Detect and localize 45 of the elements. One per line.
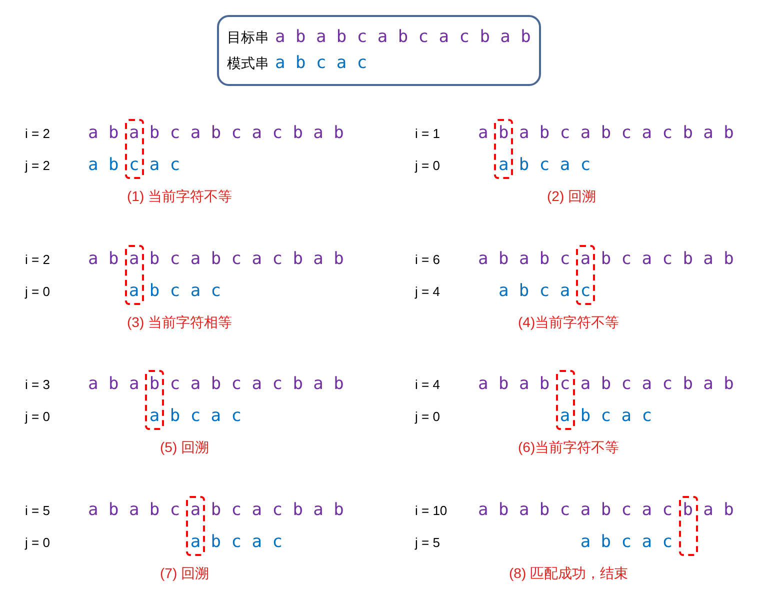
target-sequence: a b a b c a b c a c b a b [478, 248, 734, 271]
index-label: j = 2 [25, 157, 50, 175]
letter-sequence: a b a b c a b c a c b a b [275, 26, 531, 49]
index-label: i = 3 [25, 376, 50, 394]
target-sequence: a b a b c a b c a c b a b [88, 248, 344, 271]
pattern-sequence: a b c a c [580, 531, 672, 554]
index-label: j = 0 [25, 534, 50, 552]
index-label: i = 4 [415, 376, 440, 394]
pattern-sequence: a b c a c [88, 154, 180, 177]
target-sequence: a b a b c a b c a c b a b [478, 499, 734, 522]
step-caption: (8) 匹配成功，结束 [509, 564, 628, 583]
step-caption: (4)当前字符不等 [518, 313, 620, 332]
target-sequence: a b a b c a b c a c b a b [478, 373, 734, 396]
index-label: j = 4 [415, 283, 440, 301]
letter-sequence: a b c a c [275, 52, 368, 75]
pattern-sequence: a b c a c [190, 531, 282, 554]
row-label: 模式串 [227, 54, 270, 72]
step-caption: (2) 回溯 [547, 187, 596, 206]
pattern-sequence: a b c a c [149, 405, 242, 428]
pattern-sequence: a b c a c [498, 280, 591, 303]
step-caption: (3) 当前字符相等 [127, 313, 232, 332]
index-label: j = 5 [415, 534, 440, 552]
step-caption: (7) 回溯 [160, 564, 209, 583]
index-label: j = 0 [25, 408, 50, 426]
index-label: j = 0 [415, 157, 440, 175]
index-label: i = 10 [415, 502, 448, 520]
target-sequence: a b a b c a b c a c b a b [478, 122, 734, 145]
index-label: i = 5 [25, 502, 50, 520]
pattern-sequence: a b c a c [498, 154, 591, 177]
index-label: i = 6 [415, 251, 440, 269]
index-label: j = 0 [25, 283, 50, 301]
target-sequence: a b a b c a b c a c b a b [88, 373, 344, 396]
step-caption: (1) 当前字符不等 [127, 187, 232, 206]
index-label: i = 2 [25, 251, 50, 269]
step-caption: (5) 回溯 [160, 438, 209, 457]
index-label: j = 0 [415, 408, 440, 426]
row-label: 目标串 [227, 28, 270, 46]
index-label: i = 2 [25, 125, 50, 143]
target-sequence: a b a b c a b c a c b a b [88, 122, 344, 145]
index-label: i = 1 [415, 125, 440, 143]
target-sequence: a b a b c a b c a c b a b [88, 499, 344, 522]
pattern-sequence: a b c a c [128, 280, 222, 303]
pattern-sequence: a b c a c [560, 405, 652, 428]
string-box [217, 15, 541, 86]
step-caption: (6)当前字符不等 [518, 438, 620, 457]
